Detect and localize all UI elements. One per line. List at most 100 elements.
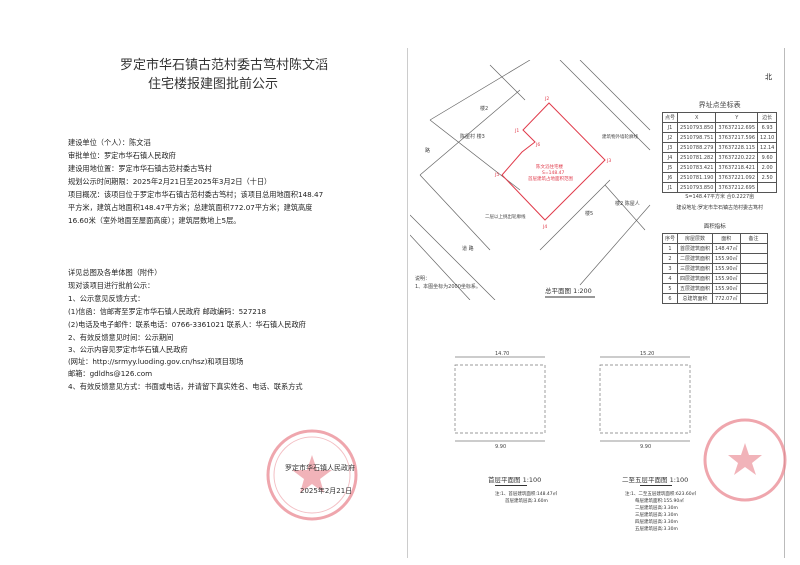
info-line: 16.60米（室外地面至屋面高度）；建筑层数地上5层。 (68, 216, 241, 225)
floor2-note: 五层建筑层高:3.30m (635, 527, 678, 532)
dim-label: 9.90 (495, 444, 506, 450)
floor1-note: 首层建筑层高:3.60m (505, 499, 548, 504)
edge-length: 2.50 (757, 172, 778, 183)
feedback-line: (2)电话及电子邮件：联系电话：0766-3361021 联系人：华石镇人民政府 (68, 320, 306, 329)
feedback-line: (1)信函：信邮寄至罗定市华石镇人民政府 邮政编码：527218 (68, 307, 267, 316)
floor1-caption: 首层平面图 1:100 (488, 476, 542, 484)
table-cell: 772.07㎡ (712, 293, 741, 304)
feedback-line: 1、公示意见反馈方式： (68, 294, 145, 303)
point-label: J1 (514, 128, 519, 134)
table-header: 序号 (661, 233, 679, 244)
point-label: J2 (544, 96, 549, 102)
point-label: J3 (606, 158, 611, 164)
table-cell: 6 (661, 293, 679, 304)
point-label: J4 (542, 224, 547, 230)
divider (495, 485, 527, 486)
floor1-note: 注:1、首层建筑面积:148.47㎡ (495, 492, 558, 497)
table-cell: 2510781.190 (677, 172, 717, 183)
site-notes-title: 说明： (415, 275, 430, 282)
info-line: 建设用地位置：罗定市华石镇古范村委古笃村 (68, 164, 212, 173)
table-cell: 155.90㎡ (712, 273, 741, 284)
table-header: 点号 (661, 112, 679, 123)
remark-cell (739, 283, 768, 294)
feedback-line: 2、有效反馈意见时间：公示期间 (68, 333, 174, 342)
table-cell: 37637212.695 (715, 122, 759, 133)
edge-length: 6.93 (757, 122, 778, 133)
dim-label: 9.90 (640, 444, 651, 450)
table-cell: 2510783.421 (677, 162, 717, 173)
site-label: 道 路 (462, 245, 474, 252)
table-cell: 四层建筑面积 (677, 273, 714, 284)
site-plan: 陈文滔住宅楼 S=148.47 首层建筑占地面积范围 陈屋村 楼3 楼2 路 道… (410, 60, 651, 300)
table-header: 面积 (712, 233, 741, 244)
title-line-1: 罗定市华石镇古范村委古笃村陈文滔 (120, 58, 329, 73)
table-cell: J5 (661, 162, 679, 173)
table-cell: 3 (661, 263, 679, 274)
feedback-line: (网址：http://srmyy.luoding.gov.cn/hsz)和项目现… (68, 357, 244, 366)
table-cell: 二层建筑面积 (677, 253, 714, 264)
remark-cell (739, 263, 768, 274)
table-cell: 37637228.115 (715, 142, 759, 153)
edge-length: 12.14 (757, 142, 778, 153)
floor2-caption: 二至五层平面图 1:100 (622, 476, 689, 484)
table-cell: 155.90㎡ (712, 253, 741, 264)
floor2-note: 四层建筑层高:3.30m (635, 520, 678, 525)
remark-cell (739, 243, 768, 254)
site-plan-caption: 总平面图 1:200 (545, 286, 592, 295)
point-label: J6 (535, 142, 540, 148)
table-cell: 2510788.279 (677, 142, 717, 153)
remark-cell (739, 273, 768, 284)
coord-address: 建设地址:罗定市华石镇古范村委古笃村 (676, 205, 764, 211)
official-stamp (266, 429, 358, 521)
site-note: 1、本图坐标为2000坐标系。 (415, 283, 481, 290)
table-cell: J1 (661, 122, 679, 133)
site-center-text-1: 陈文滔住宅楼 (536, 163, 563, 170)
table-cell: 37637218.421 (715, 162, 759, 173)
issue-date: 2025年2月21日 (300, 487, 353, 495)
feedback-line: 3、公示内容见罗定市华石镇人民政府 (68, 345, 188, 354)
table-cell: 37637212.695 (715, 182, 759, 193)
feedback-line: 4、有效反馈意见方式：书面或电话，并请留下真实姓名、电话、联系方式 (68, 382, 303, 391)
table-cell: 155.90㎡ (712, 263, 741, 274)
info-line: 规划公示时间期限：2025年2月21日至2025年3月2日（十日） (68, 177, 272, 186)
table-cell: J4 (661, 152, 679, 163)
site-center-text-3: 首层建筑占地面积范围 (528, 175, 573, 182)
edge-length: 9.60 (757, 152, 778, 163)
table-cell: 155.90㎡ (712, 283, 741, 294)
table-header: Y (715, 112, 759, 123)
site-label: 楼5 (585, 210, 593, 217)
point-label: J5 (494, 172, 499, 178)
table-cell: 37637221.092 (715, 172, 759, 183)
table-cell: 总建筑面积 (677, 293, 714, 304)
info-line: 建设单位（个人）：陈文滔 (68, 138, 151, 147)
title-line-2: 住宅楼报建图批前公示 (148, 77, 279, 92)
drawing-frame (407, 48, 785, 558)
table-cell: 2510793.850 (677, 182, 717, 193)
floor2-note: 每层建筑面积:155.90㎡ (635, 499, 684, 504)
floor2-note: 注:1、二至五层建筑面积:623.60㎡ (625, 492, 697, 497)
table-header: X (677, 112, 717, 123)
table-cell: 五层建筑面积 (677, 283, 714, 294)
feedback-line: 邮箱：gdldhs@126.com (68, 369, 153, 378)
edge-length: 2.00 (757, 162, 778, 173)
coord-area: S=148.47平方米 合0.2227亩 (685, 194, 755, 200)
floor2-note: 二层建筑层高:3.30m (635, 506, 678, 511)
remark-cell (739, 253, 768, 264)
table-cell: 2510798.751 (677, 132, 717, 143)
site-label: 陈屋村 楼3 (460, 133, 485, 140)
table-cell: 三层建筑面积 (677, 263, 714, 274)
site-center-text-2: S=148.47 (542, 170, 565, 176)
